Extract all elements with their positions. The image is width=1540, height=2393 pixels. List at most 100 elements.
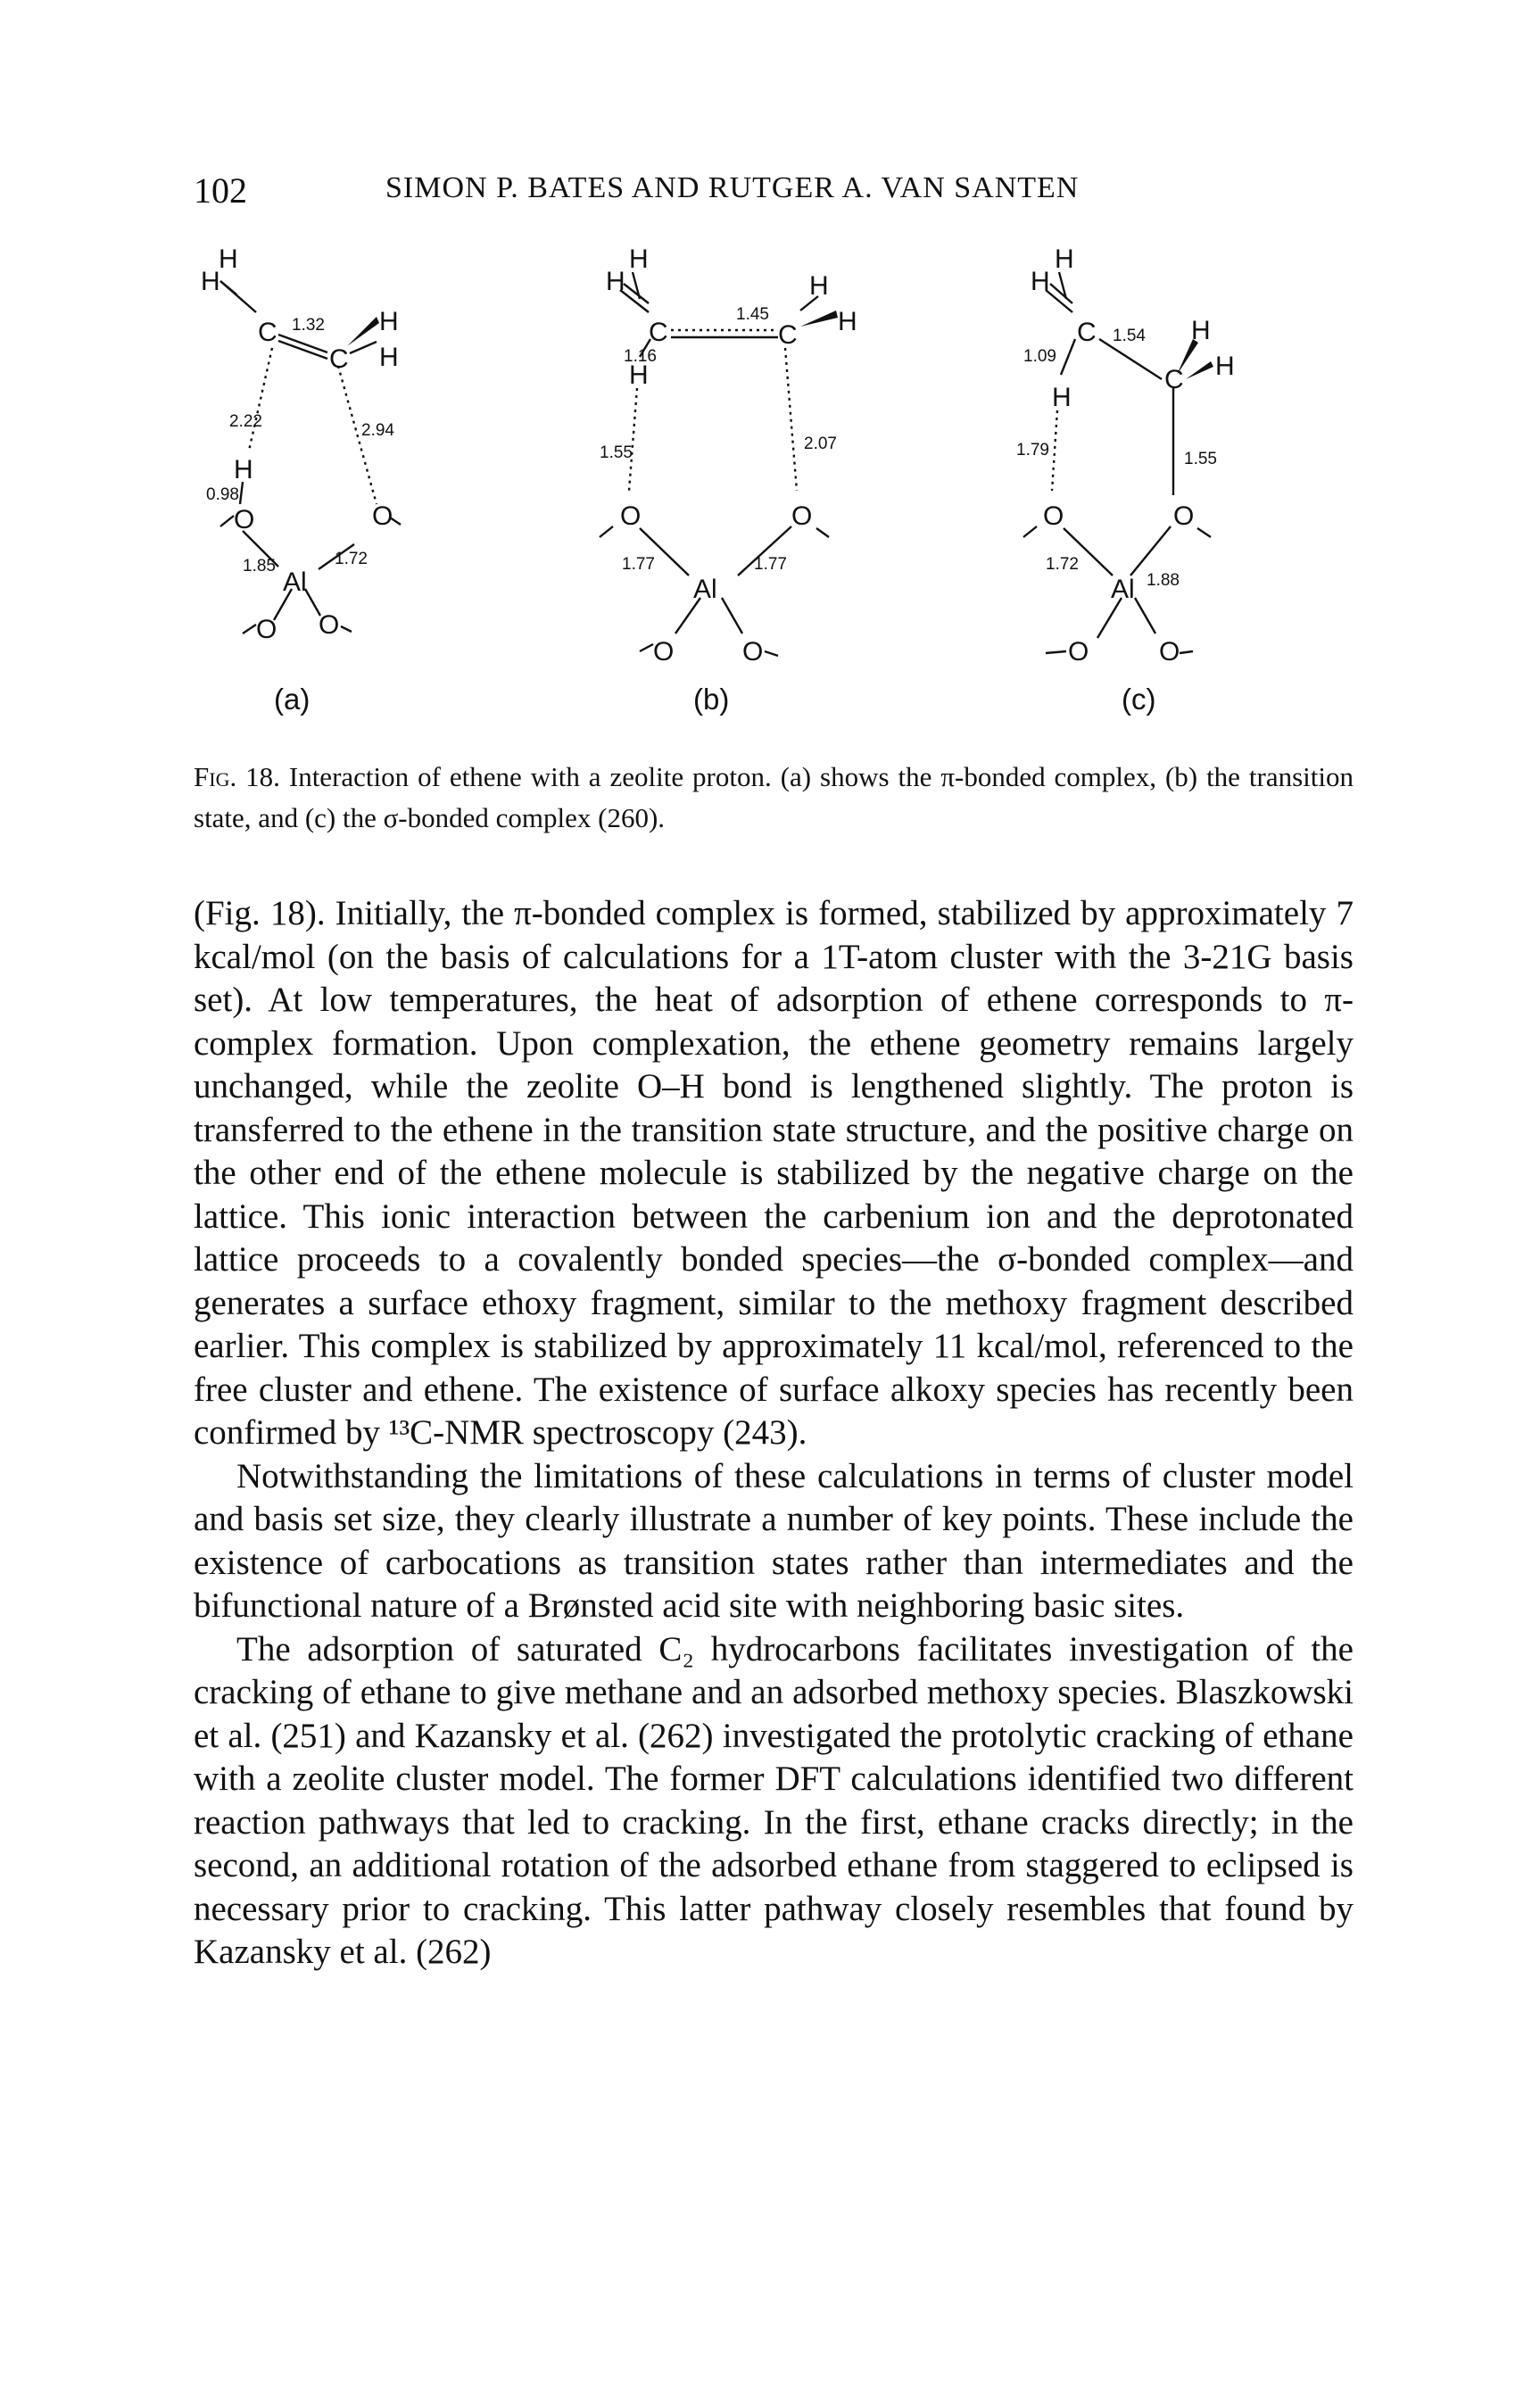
- bond: [1133, 597, 1157, 634]
- bond: [1096, 597, 1123, 639]
- caption-text: Interaction of ethene with a zeolite pro…: [194, 761, 1354, 833]
- atom-label: H: [201, 267, 220, 296]
- bond: [1063, 527, 1114, 576]
- body-text: (Fig. 18). Initially, the π-bonded compl…: [194, 892, 1354, 1975]
- bond-distance: 1.88: [1147, 571, 1180, 590]
- paragraph: Notwithstanding the limitations of these…: [194, 1456, 1354, 1626]
- bond: [1045, 289, 1073, 313]
- panel-b-structure: H H C C H H H O O Al O O 1.45 1.16 1.55 …: [599, 244, 857, 716]
- atom-label: O: [620, 501, 641, 531]
- bond: [1023, 526, 1038, 538]
- bond: [599, 526, 614, 538]
- wedge-bond: [347, 317, 379, 346]
- atom-label: H: [1055, 244, 1074, 274]
- bond-distance: 1.09: [1023, 347, 1056, 366]
- hydrogen-bond: [336, 365, 378, 505]
- atom-label: Al: [693, 575, 717, 604]
- atom-label: C: [649, 318, 668, 347]
- wedge-bond: [800, 311, 838, 327]
- hydrogen-bond: [247, 347, 274, 451]
- bond-distance: 1.72: [335, 550, 368, 568]
- atom-label: H: [606, 267, 625, 296]
- bond-distance: 1.77: [622, 555, 655, 574]
- atom-label: Al: [1111, 575, 1135, 604]
- figure-caption: Fig. 18. Interaction of ethene with a ze…: [194, 757, 1354, 839]
- bond: [1179, 650, 1194, 655]
- bond-distance: 2.22: [229, 412, 262, 431]
- bond: [242, 624, 257, 634]
- atom-label: Al: [283, 567, 307, 597]
- bond: [1130, 526, 1172, 576]
- bond: [277, 339, 328, 360]
- bond: [277, 333, 328, 354]
- atom-label: H: [1052, 383, 1072, 412]
- bond: [1196, 527, 1212, 538]
- bond: [389, 517, 402, 526]
- bond: [219, 515, 235, 527]
- bond: [242, 530, 279, 567]
- bond-distance: 1.72: [1046, 555, 1079, 574]
- bond-distance: 1.77: [754, 555, 787, 574]
- atom-label: O: [372, 501, 393, 531]
- bond: [639, 642, 654, 653]
- panel-c-structure: H H C C H H H O O Al O O 1.54 1.09 1.79 …: [1016, 244, 1235, 716]
- atom-label: O: [742, 637, 763, 667]
- atom-label: O: [1159, 637, 1180, 667]
- hydrogen-bond: [783, 347, 799, 492]
- atom-label: C: [1164, 365, 1184, 394]
- bond-distance: 2.94: [361, 421, 394, 440]
- atom-label: H: [234, 455, 253, 484]
- atom-label: H: [379, 343, 399, 372]
- bond: [1049, 283, 1073, 304]
- bond-distance: 1.55: [1184, 450, 1217, 468]
- bond: [675, 597, 701, 634]
- bond: [737, 526, 792, 576]
- bond: [638, 338, 652, 358]
- bond: [1045, 650, 1067, 655]
- page-header: 102 SIMON P. BATES AND RUTGER A. VAN SAN…: [194, 170, 1354, 223]
- atom-label: H: [809, 271, 829, 301]
- bond-distance: 1.16: [624, 347, 657, 366]
- bond: [1098, 337, 1163, 381]
- bond: [238, 481, 244, 505]
- atom-label: H: [1031, 267, 1050, 296]
- bond-distance: 1.55: [600, 443, 633, 462]
- figure-18: H H C C H H H O O Al O O 1.32 2.22 2.94 …: [194, 241, 1354, 749]
- bond: [340, 625, 352, 633]
- bond: [799, 295, 819, 311]
- bond: [1059, 338, 1077, 376]
- panel-label-a: (a): [274, 683, 310, 716]
- bond-distance: 1.54: [1113, 327, 1146, 345]
- figure-label: Fig. 18.: [194, 761, 280, 792]
- panel-label-c: (c): [1122, 683, 1155, 716]
- atom-label: C: [1077, 318, 1097, 347]
- bond: [623, 283, 650, 304]
- bond: [764, 650, 779, 658]
- atom-label: C: [258, 318, 277, 347]
- bond: [639, 527, 690, 576]
- atom-label: H: [1215, 352, 1235, 381]
- atom-label: O: [791, 501, 812, 531]
- atom-label: O: [1173, 501, 1194, 531]
- bond-distance: 2.07: [804, 435, 837, 453]
- panel-label-b: (b): [693, 683, 729, 716]
- bond: [1057, 271, 1068, 300]
- atom-label: O: [1068, 637, 1089, 667]
- paragraph: The adsorption of saturated C₂ hydrocarb…: [194, 1629, 1354, 1972]
- atom-label: O: [653, 637, 674, 667]
- atom-label: C: [329, 344, 349, 374]
- atom-label: H: [379, 307, 399, 336]
- bond-distance: 1.45: [736, 305, 769, 324]
- bond: [619, 289, 650, 313]
- bond-distance: 1.32: [292, 316, 325, 335]
- bond: [349, 340, 377, 355]
- atom-label: H: [838, 307, 857, 336]
- atom-label: H: [219, 244, 238, 274]
- hydrogen-bond: [627, 387, 639, 492]
- atom-label: O: [1043, 501, 1064, 531]
- molecular-structures-diagram: H H C C H H H O O Al O O 1.32 2.22 2.94 …: [201, 244, 1235, 716]
- bond-distance: 1.79: [1016, 441, 1049, 460]
- atom-label: H: [629, 244, 649, 274]
- atom-label: H: [629, 360, 649, 390]
- hydrogen-bond: [1050, 410, 1059, 492]
